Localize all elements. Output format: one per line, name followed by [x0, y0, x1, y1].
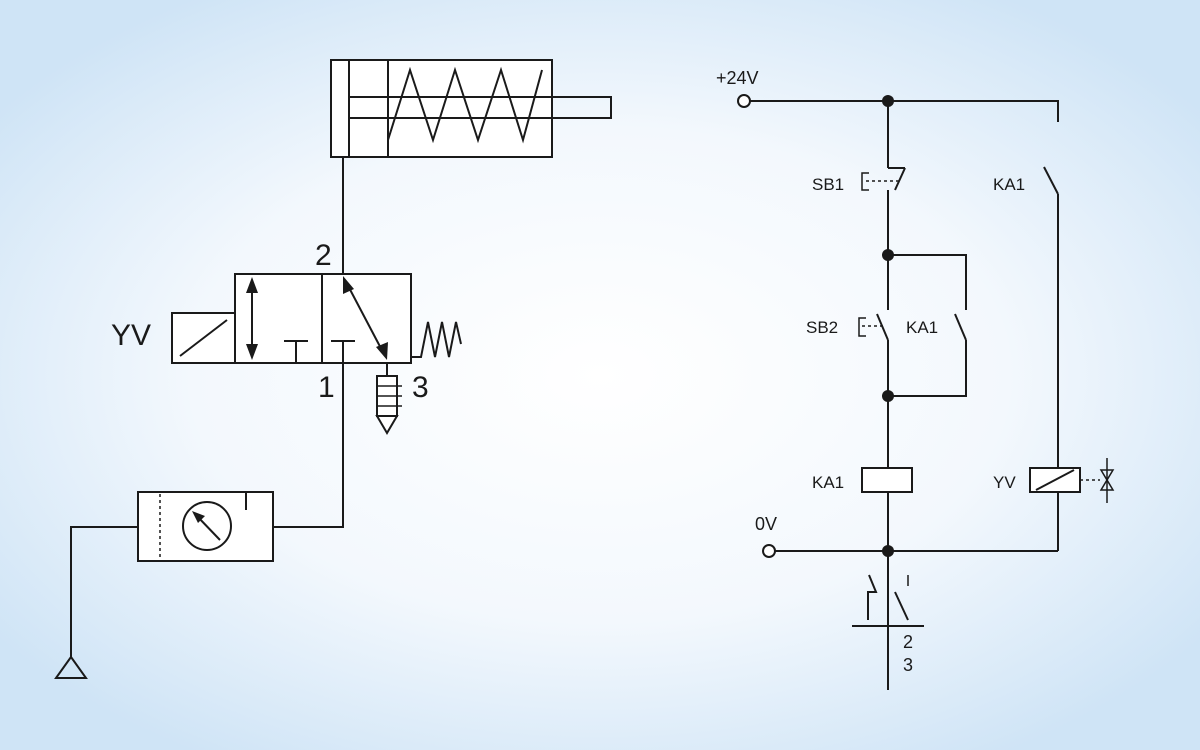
sb2-no-switch [858, 313, 889, 341]
label-sb1: SB1 [812, 175, 844, 194]
exhaust-silencer [375, 363, 402, 435]
ref-number-bottom: 3 [903, 655, 913, 675]
arrow-head-down [246, 344, 258, 360]
return-spring [411, 321, 462, 358]
ka1-contact-right [1043, 166, 1059, 195]
line-source [70, 526, 138, 657]
label-ka1-coil: KA1 [812, 473, 844, 492]
air-source-icon [54, 655, 88, 679]
cylinder-spring [387, 66, 543, 144]
solenoid-valve-3-2 [171, 273, 462, 364]
port-2-label: 2 [315, 239, 332, 272]
label-yv-coil: YV [993, 473, 1016, 492]
label-ka1-right: KA1 [993, 175, 1025, 194]
arrow-head-up [246, 277, 258, 293]
label-plus-24v: +24V [716, 68, 759, 88]
line-port1-supply [273, 363, 344, 528]
ka1-holding-contact [954, 313, 967, 341]
single-acting-cylinder [330, 59, 612, 158]
air-service-unit [137, 491, 274, 562]
port-3-label: 3 [412, 371, 429, 404]
flow-arrow-diagonal [344, 279, 386, 357]
sb1-nc-switch [861, 167, 906, 255]
label-sb2: SB2 [806, 318, 838, 337]
terminal-plus-24v [737, 94, 751, 108]
port-1-label: 1 [318, 371, 335, 404]
ref-number-top: 2 [903, 632, 913, 652]
ka1-coil [861, 467, 913, 493]
cylinder-body [330, 59, 553, 158]
terminal-0v [762, 544, 776, 558]
solenoid-label: YV [111, 319, 151, 352]
contact-reference-table [852, 551, 924, 690]
label-0v: 0V [755, 514, 777, 534]
valve-symbol-icon [1099, 458, 1115, 503]
rail-plus-24v [750, 100, 1059, 122]
label-ka1-holding: KA1 [906, 318, 938, 337]
